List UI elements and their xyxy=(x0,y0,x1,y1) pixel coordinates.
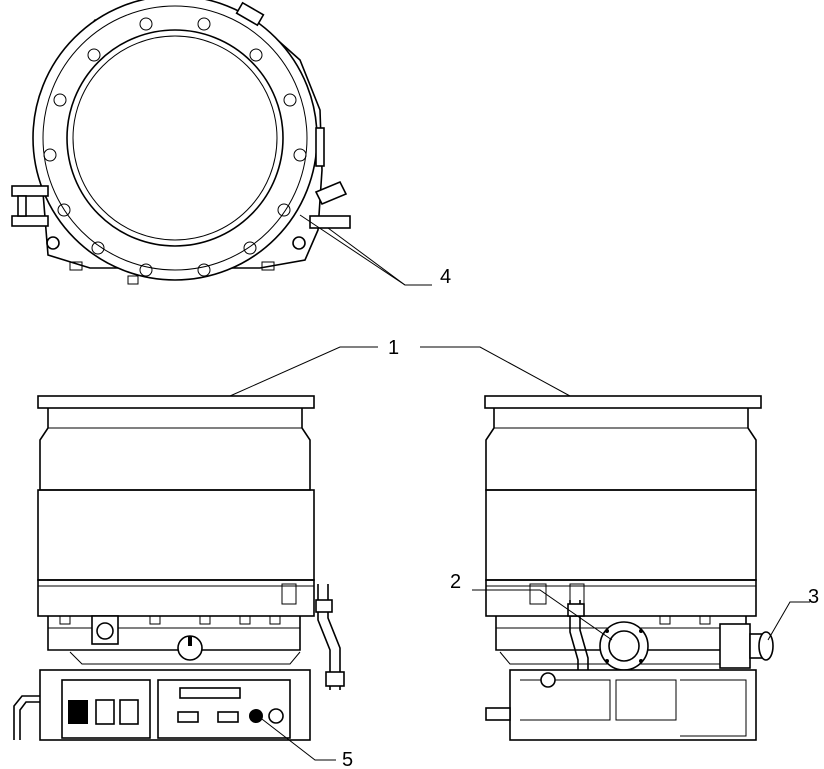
bolt-hole xyxy=(277,203,291,217)
bolt-hole xyxy=(283,93,297,107)
upper-housing xyxy=(39,408,311,491)
callout-label-1: 1 xyxy=(388,337,399,359)
top-view-bolt-holes xyxy=(43,17,307,277)
top-view-bore-inner xyxy=(72,35,278,241)
top-view-flange-inner xyxy=(42,5,308,271)
pump-body xyxy=(37,489,315,581)
motor-section-details xyxy=(59,583,301,665)
top-view-left-fittings xyxy=(11,185,60,250)
callout-3-leader xyxy=(767,601,810,641)
top-view-bore-outer xyxy=(66,29,284,247)
callout-label-4: 4 xyxy=(440,266,451,288)
side-view-left: 5 xyxy=(13,395,353,769)
bolt-hole xyxy=(57,203,71,217)
callout-label-2: 2 xyxy=(450,571,461,593)
bolt-hole xyxy=(53,93,67,107)
side-view-right: 2 3 xyxy=(450,395,819,741)
callout-5-leader xyxy=(257,715,336,761)
bolt-hole xyxy=(197,17,211,31)
inlet-flange xyxy=(37,395,315,409)
lower-ring xyxy=(37,579,315,617)
top-view: 4 xyxy=(11,0,451,288)
bolt-hole xyxy=(87,48,101,62)
bolt-hole xyxy=(43,148,57,162)
bolt-hole xyxy=(197,263,211,277)
lower-ring xyxy=(485,579,757,617)
top-view-flange-outer xyxy=(32,0,318,281)
cooling-fitting xyxy=(13,695,40,740)
bolt-hole xyxy=(293,148,307,162)
motor-section xyxy=(47,616,301,651)
bolt-hole xyxy=(243,241,257,255)
bolt-hole xyxy=(249,48,263,62)
top-view-right-fittings xyxy=(235,1,351,250)
bolt-hole xyxy=(139,17,153,31)
bolt-hole xyxy=(139,263,153,277)
callout-4-leader xyxy=(299,214,432,286)
upper-housing xyxy=(485,408,757,491)
bolt-hole xyxy=(91,241,105,255)
venting-flange xyxy=(719,623,751,669)
callout-1-leader xyxy=(229,346,571,397)
callout-label-3: 3 xyxy=(808,586,819,608)
inlet-flange xyxy=(484,395,762,409)
pump-body xyxy=(485,489,757,581)
callout-label-5: 5 xyxy=(342,749,353,769)
callout-2-leader xyxy=(472,589,613,641)
